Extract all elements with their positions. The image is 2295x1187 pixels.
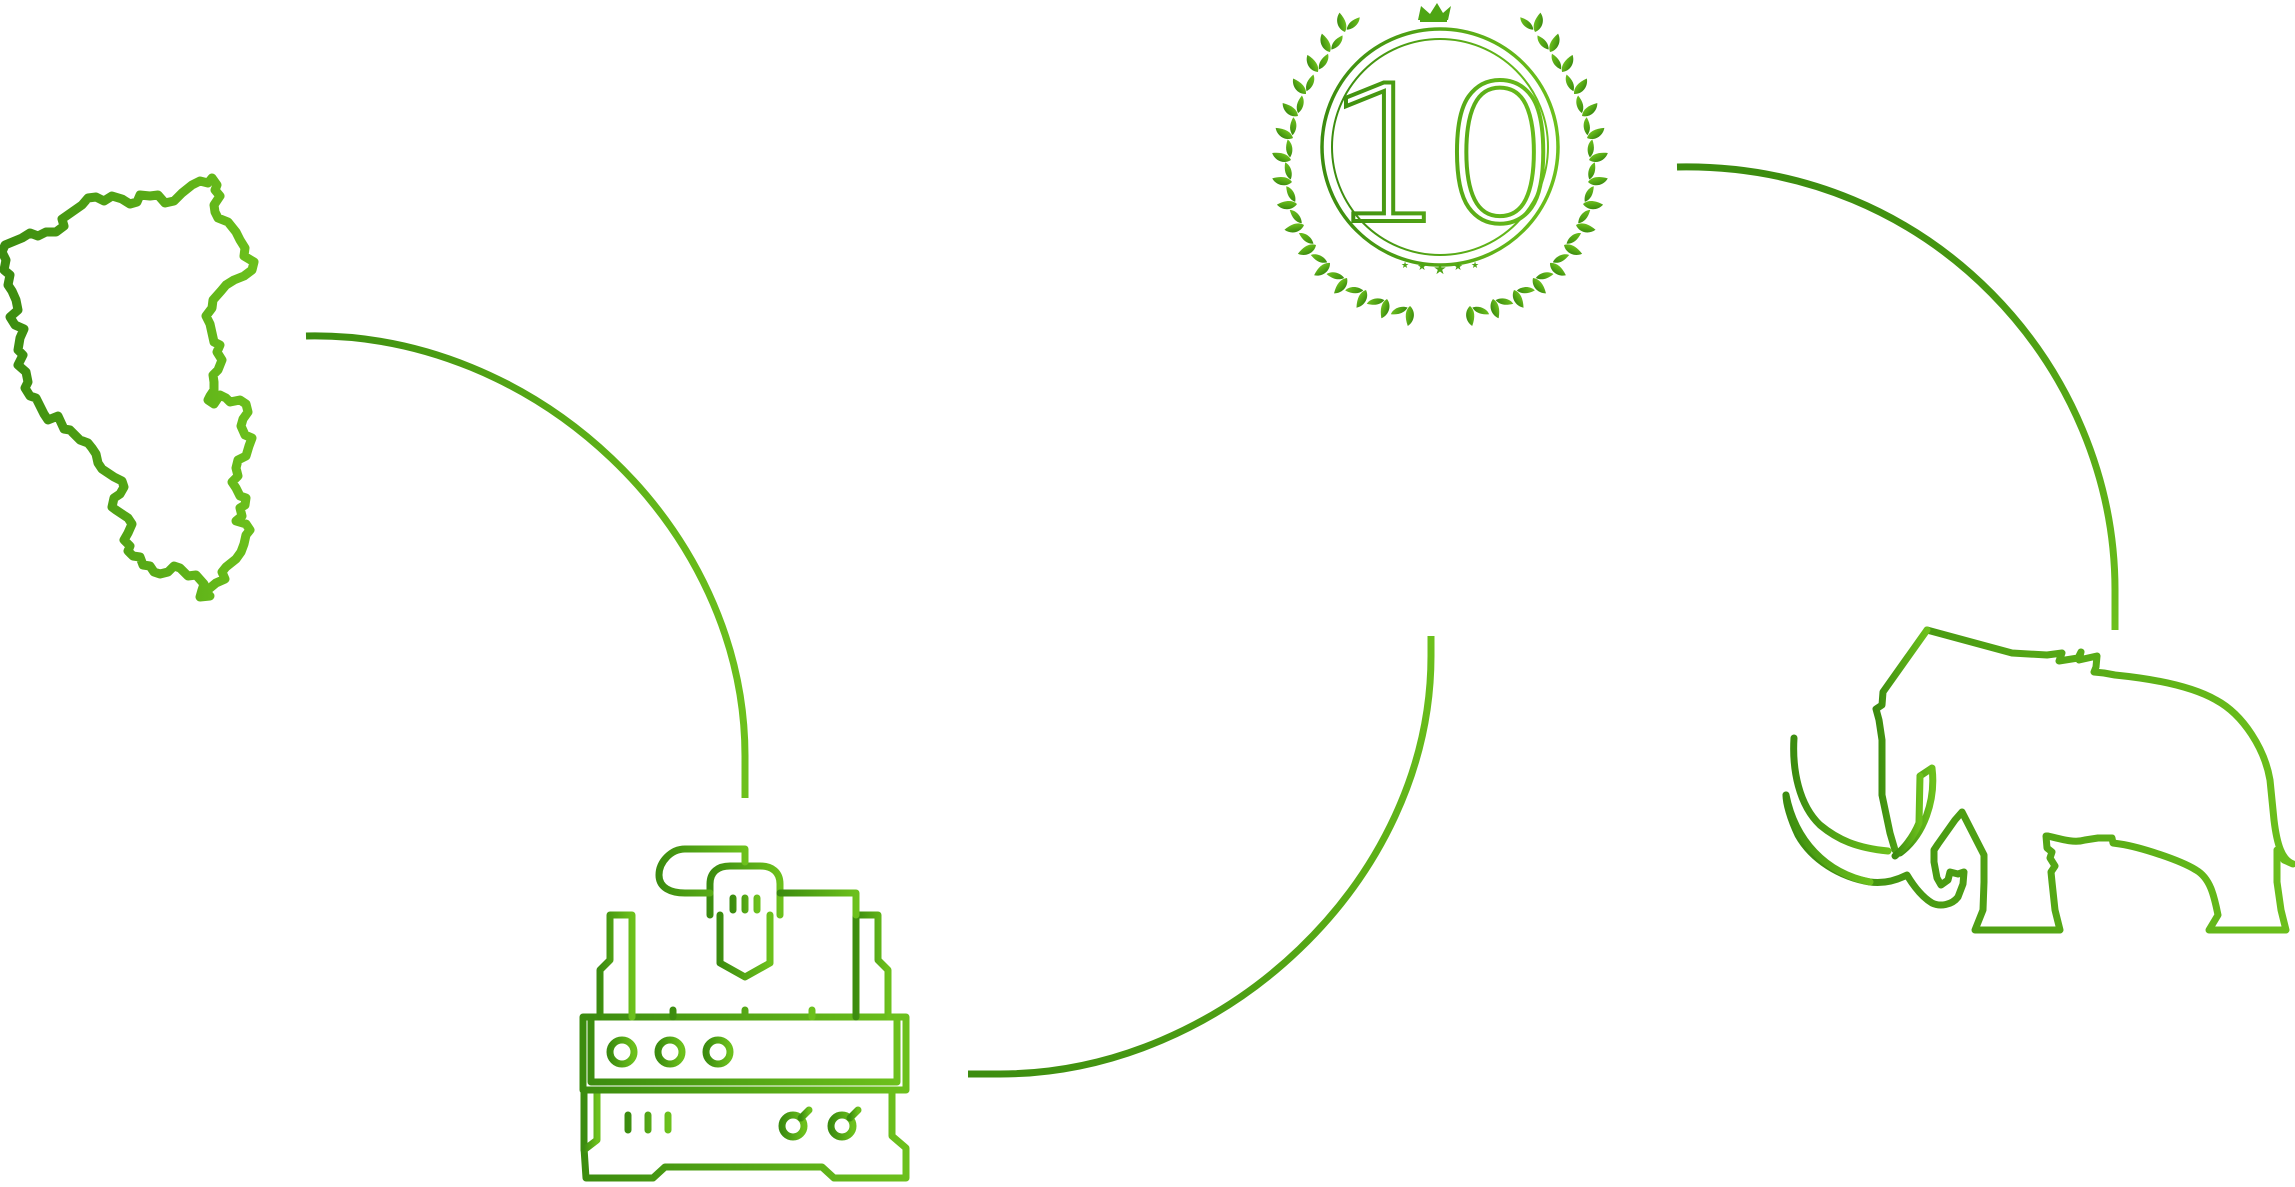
connector-arcs (305, 163, 2119, 1078)
svg-text:★: ★ (1433, 260, 1446, 278)
arc-map-to-machine (305, 332, 749, 798)
stars-row: ★ ★ ★ ★ ★ (1401, 260, 1479, 278)
region-map-outline-icon (0, 173, 259, 602)
laurel-wreath-badge-icon: ★ ★ ★ ★ ★ 10 (1270, 3, 1610, 327)
arc-machine-to-badge (968, 636, 1435, 1078)
badge-number: 10 (1325, 45, 1555, 266)
svg-text:★: ★ (1401, 261, 1409, 271)
svg-text:★: ★ (1471, 261, 1479, 271)
machine-tool-icon (579, 845, 910, 1182)
svg-text:★: ★ (1417, 260, 1427, 273)
arc-badge-to-mammoth (1676, 163, 2119, 630)
svg-text:★: ★ (1453, 260, 1463, 273)
crown-icon (1418, 3, 1451, 22)
mammoth-icon (1782, 626, 2295, 934)
